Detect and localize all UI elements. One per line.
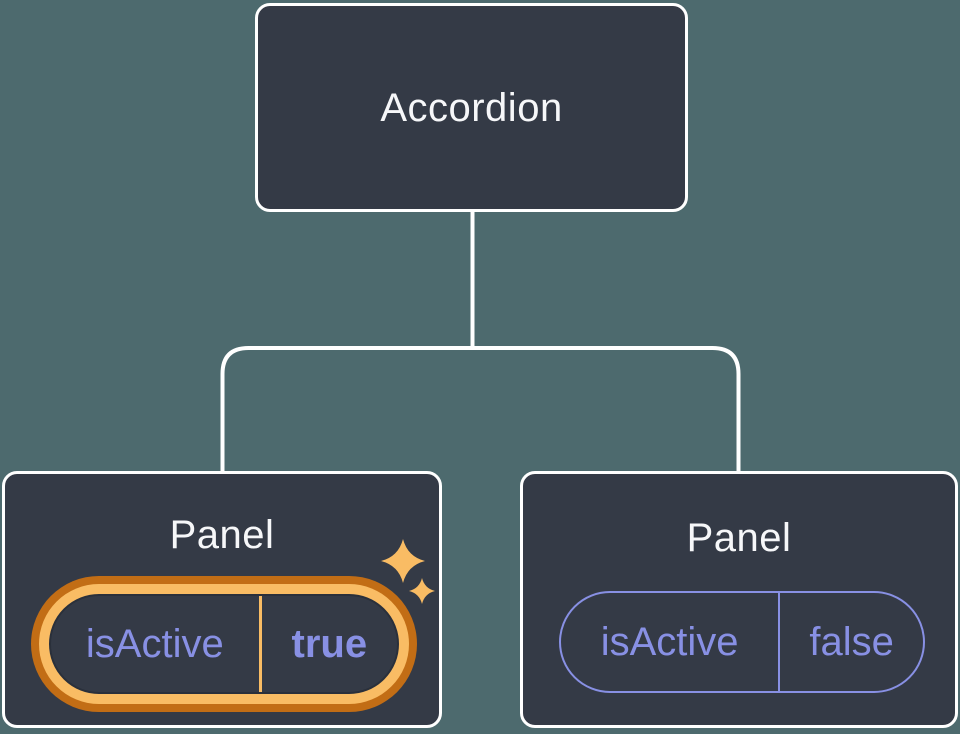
state-pill-active-highlight-ring: isActive true (31, 576, 417, 712)
node-panel-active: Panel isActive true (2, 471, 442, 728)
state-pill-divider (258, 596, 262, 692)
state-name-cell: isActive (600, 620, 739, 664)
node-panel-inactive-label: Panel (686, 516, 792, 560)
node-panel-inactive: Panel isActive false (520, 471, 958, 728)
state-pill-inactive: isActive false (559, 591, 925, 693)
state-pill-divider (778, 593, 781, 691)
state-name-cell: isActive (85, 622, 224, 666)
node-accordion: Accordion (255, 3, 688, 212)
state-pill-active-inner-ring: isActive true (39, 584, 409, 704)
state-value-cell: false (809, 620, 894, 664)
state-pill-active: isActive true (49, 594, 399, 694)
node-panel-active-label: Panel (169, 513, 275, 557)
connector-branch-line (220, 346, 741, 472)
node-accordion-label: Accordion (380, 85, 563, 130)
state-value-cell: true (291, 622, 368, 666)
